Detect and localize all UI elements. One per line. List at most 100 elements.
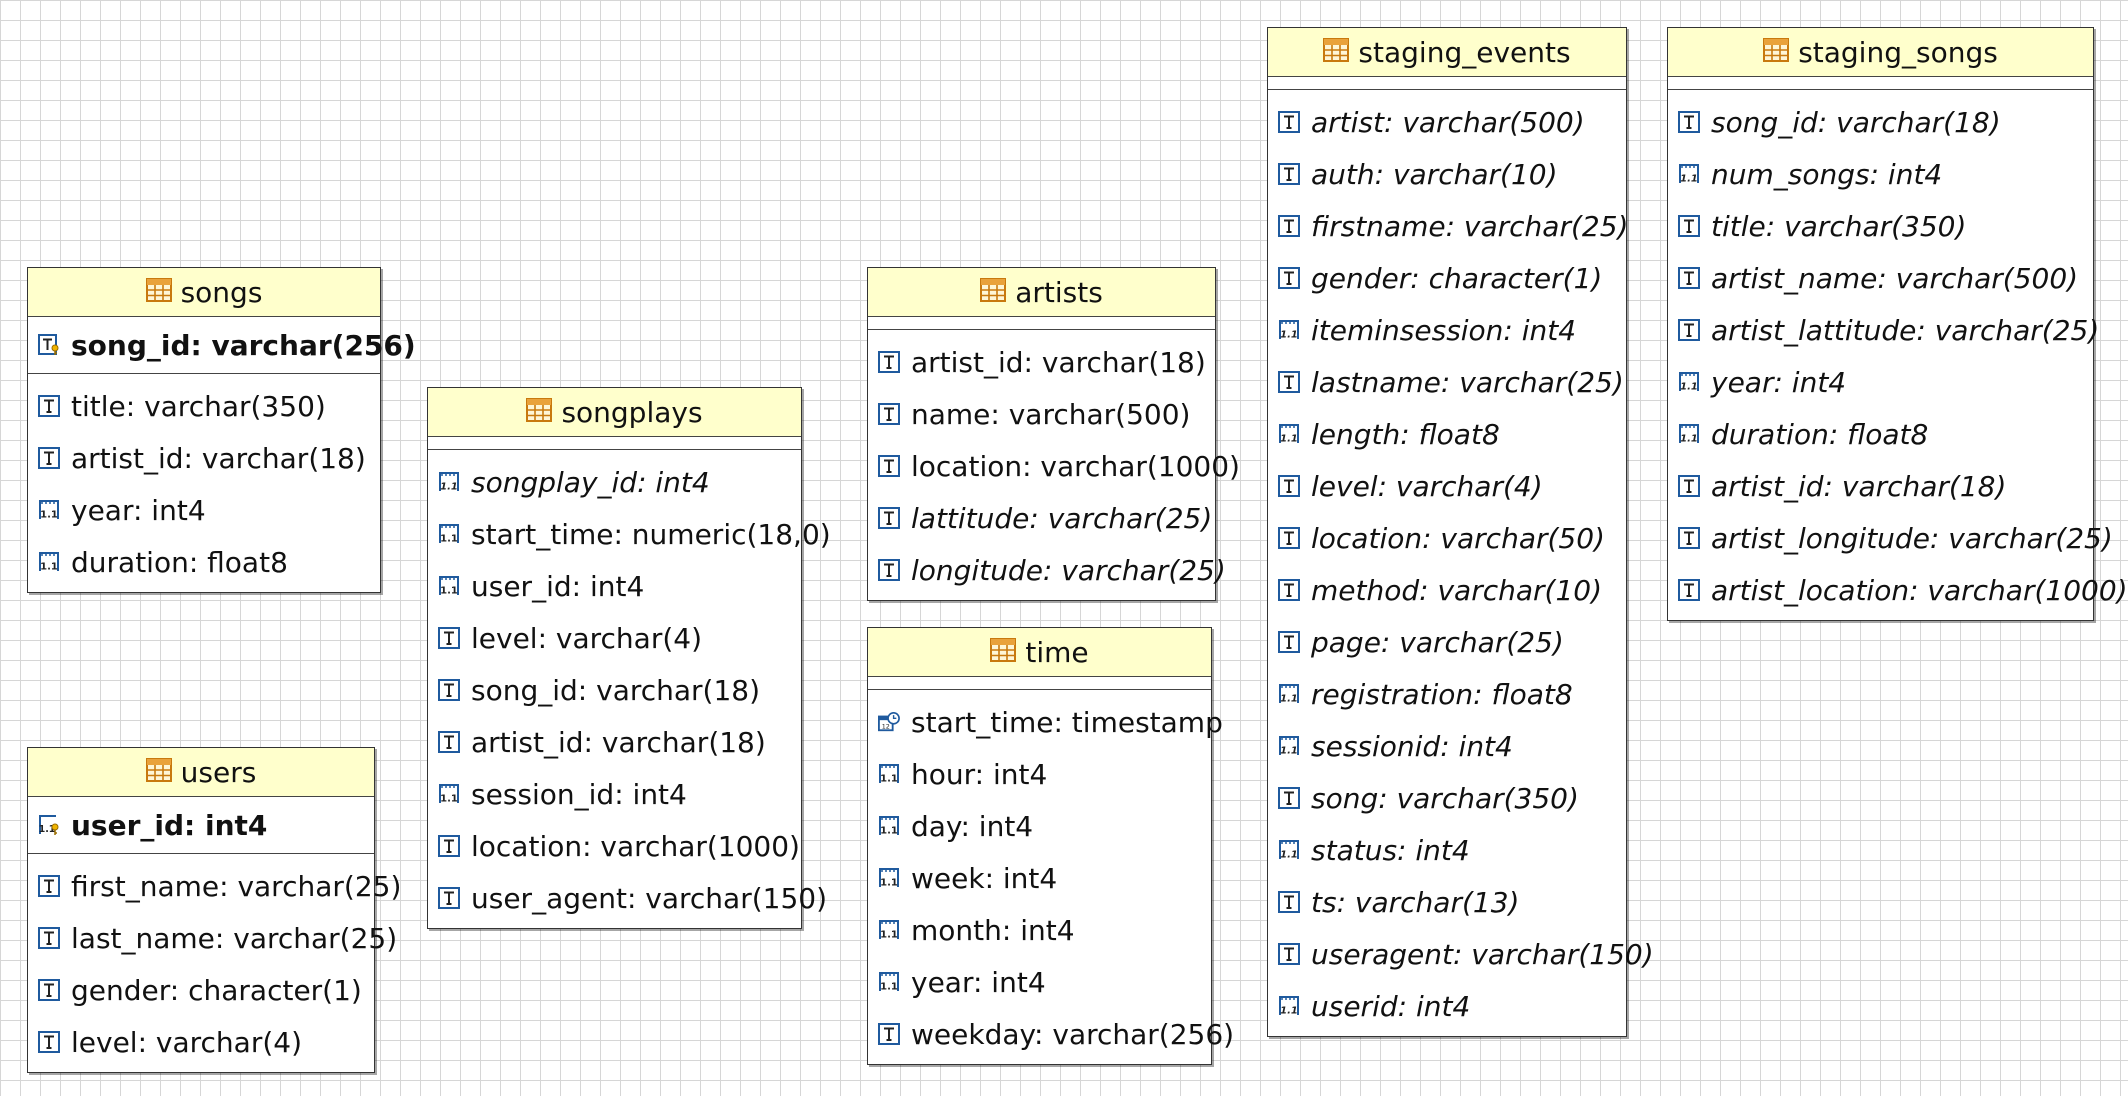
attribute-row[interactable]: level: varchar(4) [428, 612, 801, 664]
text-type-icon [1278, 631, 1300, 653]
attribute-list: title: varchar(350)artist_id: varchar(18… [28, 374, 380, 592]
attribute-row[interactable]: title: varchar(350) [28, 380, 380, 432]
numeric-type-icon: 1.1 [1278, 735, 1300, 757]
text-type-icon [38, 395, 60, 417]
attribute-label: artist_location: varchar(1000) [1711, 573, 2128, 607]
attribute-label: status: int4 [1311, 833, 1470, 867]
entity-header: songs [28, 268, 380, 317]
attribute-row[interactable]: artist_id: varchar(18) [428, 716, 801, 768]
attribute-row[interactable]: name: varchar(500) [868, 388, 1215, 440]
attribute-label: start_time: numeric(18,0) [471, 517, 831, 551]
attribute-row[interactable]: artist_id: varchar(18) [868, 336, 1215, 388]
attribute-row[interactable]: lattitude: varchar(25) [868, 492, 1215, 544]
attribute-label: sessionid: int4 [1311, 729, 1513, 763]
primary-key-section [868, 317, 1215, 330]
table-icon [145, 756, 172, 789]
svg-text:1.1: 1.1 [1280, 330, 1298, 341]
attribute-label: year: int4 [71, 493, 206, 527]
numeric-type-icon: 1.1 [438, 523, 460, 545]
attribute-row[interactable]: weekday: varchar(256) [868, 1008, 1234, 1060]
attribute-row[interactable]: artist_id: varchar(18) [28, 432, 380, 484]
text-type-icon [1678, 215, 1700, 237]
attribute-row[interactable]: 1.1 sessionid: int4 [1268, 720, 1626, 772]
attribute-label: useragent: varchar(150) [1311, 937, 1654, 971]
attribute-row[interactable]: last_name: varchar(25) [28, 912, 397, 964]
attribute-row[interactable]: location: varchar(50) [1268, 512, 1626, 564]
entity-artists[interactable]: artists artist_id: varchar(18)name: varc… [867, 267, 1240, 601]
attribute-row[interactable]: song: varchar(350) [1268, 772, 1626, 824]
attribute-row[interactable]: firstname: varchar(25) [1268, 200, 1628, 252]
attribute-label: artist: varchar(500) [1311, 105, 1585, 139]
attribute-row[interactable]: first_name: varchar(25) [28, 860, 401, 912]
attribute-label: level: varchar(4) [1311, 469, 1543, 503]
entity-title: users [180, 755, 257, 789]
attribute-label: page: varchar(25) [1311, 625, 1564, 659]
attribute-row[interactable]: location: varchar(1000) [868, 440, 1240, 492]
attribute-row[interactable]: level: varchar(4) [28, 1016, 374, 1068]
primary-key-row[interactable]: song_id: varchar(256) [28, 321, 416, 369]
text-type-icon [1278, 527, 1300, 549]
primary-key-section [428, 437, 801, 450]
attribute-row[interactable]: 1.1 start_time: numeric(18,0) [428, 508, 831, 560]
entity-header: users [28, 748, 374, 797]
attribute-row[interactable]: longitude: varchar(25) [868, 544, 1226, 596]
attribute-label: method: varchar(10) [1311, 573, 1602, 607]
entity-songs[interactable]: songs song_id: varchar(256) title: varch… [27, 267, 416, 593]
attribute-label: session_id: int4 [471, 777, 687, 811]
attribute-row[interactable]: user_agent: varchar(150) [428, 872, 827, 924]
attribute-row[interactable]: method: varchar(10) [1268, 564, 1626, 616]
attribute-label: userid: int4 [1311, 989, 1471, 1023]
attribute-row[interactable]: lastname: varchar(25) [1268, 356, 1626, 408]
attribute-row[interactable]: useragent: varchar(150) [1268, 928, 1654, 980]
attribute-row[interactable]: ts: varchar(13) [1268, 876, 1626, 928]
attribute-label: num_songs: int4 [1711, 157, 1943, 191]
attribute-row[interactable]: artist_id: varchar(18) [1668, 460, 2093, 512]
attribute-row[interactable]: artist_name: varchar(500) [1668, 252, 2093, 304]
attribute-row[interactable]: page: varchar(25) [1268, 616, 1626, 668]
attribute-row[interactable]: artist_longitude: varchar(25) [1668, 512, 2113, 564]
attribute-row[interactable]: song_id: varchar(18) [1668, 96, 2093, 148]
attribute-row[interactable]: artist_location: varchar(1000) [1668, 564, 2128, 616]
attribute-label: level: varchar(4) [71, 1025, 303, 1059]
svg-text:1.1: 1.1 [880, 982, 898, 993]
attribute-row[interactable]: title: varchar(350) [1668, 200, 2093, 252]
attribute-row[interactable]: location: varchar(1000) [428, 820, 801, 872]
entity-staging-events[interactable]: staging_events artist: varchar(500)auth:… [1267, 27, 1654, 1037]
svg-text:1.1: 1.1 [1680, 382, 1698, 393]
attribute-row[interactable]: artist_lattitude: varchar(25) [1668, 304, 2099, 356]
attribute-label: hour: int4 [911, 757, 1048, 791]
attribute-row[interactable]: auth: varchar(10) [1268, 148, 1626, 200]
attribute-row[interactable]: artist: varchar(500) [1268, 96, 1626, 148]
attribute-row[interactable]: level: varchar(4) [1268, 460, 1626, 512]
attribute-row[interactable]: gender: character(1) [1268, 252, 1626, 304]
text-type-icon [38, 927, 60, 949]
attribute-row[interactable]: gender: character(1) [28, 964, 374, 1016]
attribute-label: length: float8 [1311, 417, 1500, 451]
attribute-row[interactable]: song_id: varchar(18) [428, 664, 801, 716]
